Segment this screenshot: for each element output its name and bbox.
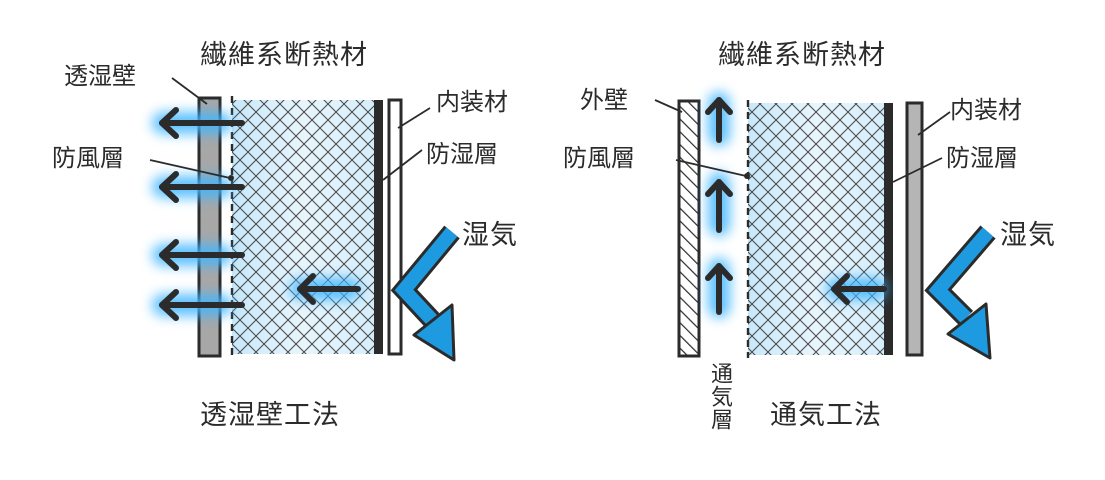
left-moisture-arrow-2 [159, 171, 245, 203]
leader-left-interior [397, 107, 431, 129]
leader-right-vapor [892, 157, 943, 183]
left-wind-barrier-label: 防風層 [52, 144, 124, 172]
right-moisture-label: 湿気 [1000, 220, 1056, 251]
leader-left-vapor [382, 149, 423, 181]
right-vapor-barrier-label: 防湿層 [946, 144, 1018, 172]
right-wind-barrier-dot [744, 173, 750, 179]
left-insulation-mesh [232, 100, 374, 354]
right-airflow-arrow-2 [705, 179, 733, 233]
right-exterior-wall [677, 99, 701, 358]
left-moisture-arrow-3 [159, 239, 245, 271]
left-breathable-wall [197, 96, 222, 358]
right-method-caption: 通気工法 [770, 400, 882, 431]
right-airflow-arrow-1 [705, 97, 733, 143]
left-moisture-label: 湿気 [462, 220, 518, 251]
right-airflow-arrow-3 [705, 263, 733, 315]
right-insulation-label: 繊維系断熱材 [718, 40, 886, 71]
leader-right-wind-barrier [675, 159, 747, 177]
left-vapor-barrier-label: 防湿層 [426, 140, 498, 168]
right-insulation-mesh [748, 103, 884, 355]
right-interior-finish [905, 101, 924, 357]
left-interior-finish [387, 98, 403, 356]
left-wind-barrier-dot [228, 175, 234, 181]
right-air-layer-label: 通気層 [707, 362, 732, 431]
right-wind-barrier-label: 防風層 [563, 144, 635, 172]
right-vapor-barrier [884, 103, 893, 355]
leader-left-wind-barrier [149, 159, 231, 179]
left-breathable-wall-label: 透湿壁 [64, 62, 136, 90]
right-panel [654, 92, 996, 360]
left-moisture-big-arrow [390, 225, 460, 362]
leader-right-exterior-wall [654, 99, 683, 113]
right-moisture-arrow-left [831, 273, 887, 305]
leader-right-interior [917, 111, 951, 136]
left-moisture-arrow-4 [159, 289, 245, 321]
left-insulation-label: 繊維系断熱材 [200, 40, 368, 71]
right-interior-finish-label: 内装材 [950, 96, 1022, 124]
right-moisture-big-arrow [924, 225, 996, 360]
right-exterior-wall-label: 外壁 [580, 86, 628, 114]
left-moisture-arrow-5 [297, 273, 361, 305]
left-method-caption: 透湿壁工法 [200, 400, 340, 431]
left-panel [149, 77, 460, 362]
left-interior-finish-label: 内装材 [436, 88, 508, 116]
left-moisture-arrow-1 [159, 107, 245, 139]
left-vapor-barrier [374, 100, 383, 354]
leader-left-breathable-wall [171, 77, 208, 105]
